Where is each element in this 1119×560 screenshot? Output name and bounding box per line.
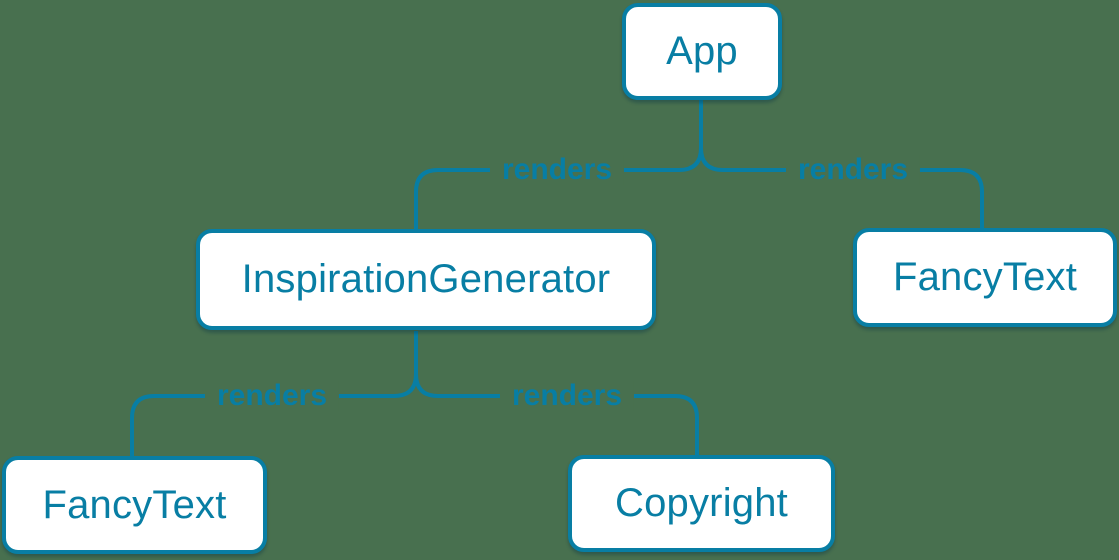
edge-label-renders-1: renders <box>489 155 625 185</box>
node-fancy-text-top: FancyText <box>853 228 1117 327</box>
edge-label-renders-4: renders <box>499 381 635 411</box>
node-inspiration-generator: InspirationGenerator <box>196 229 656 330</box>
edge-label-renders-3: renders <box>204 381 340 411</box>
node-copyright: Copyright <box>568 455 835 552</box>
edge-label-renders-2: renders <box>785 155 921 185</box>
node-fancy-text-bottom: FancyText <box>2 456 267 554</box>
node-app: App <box>622 3 782 100</box>
